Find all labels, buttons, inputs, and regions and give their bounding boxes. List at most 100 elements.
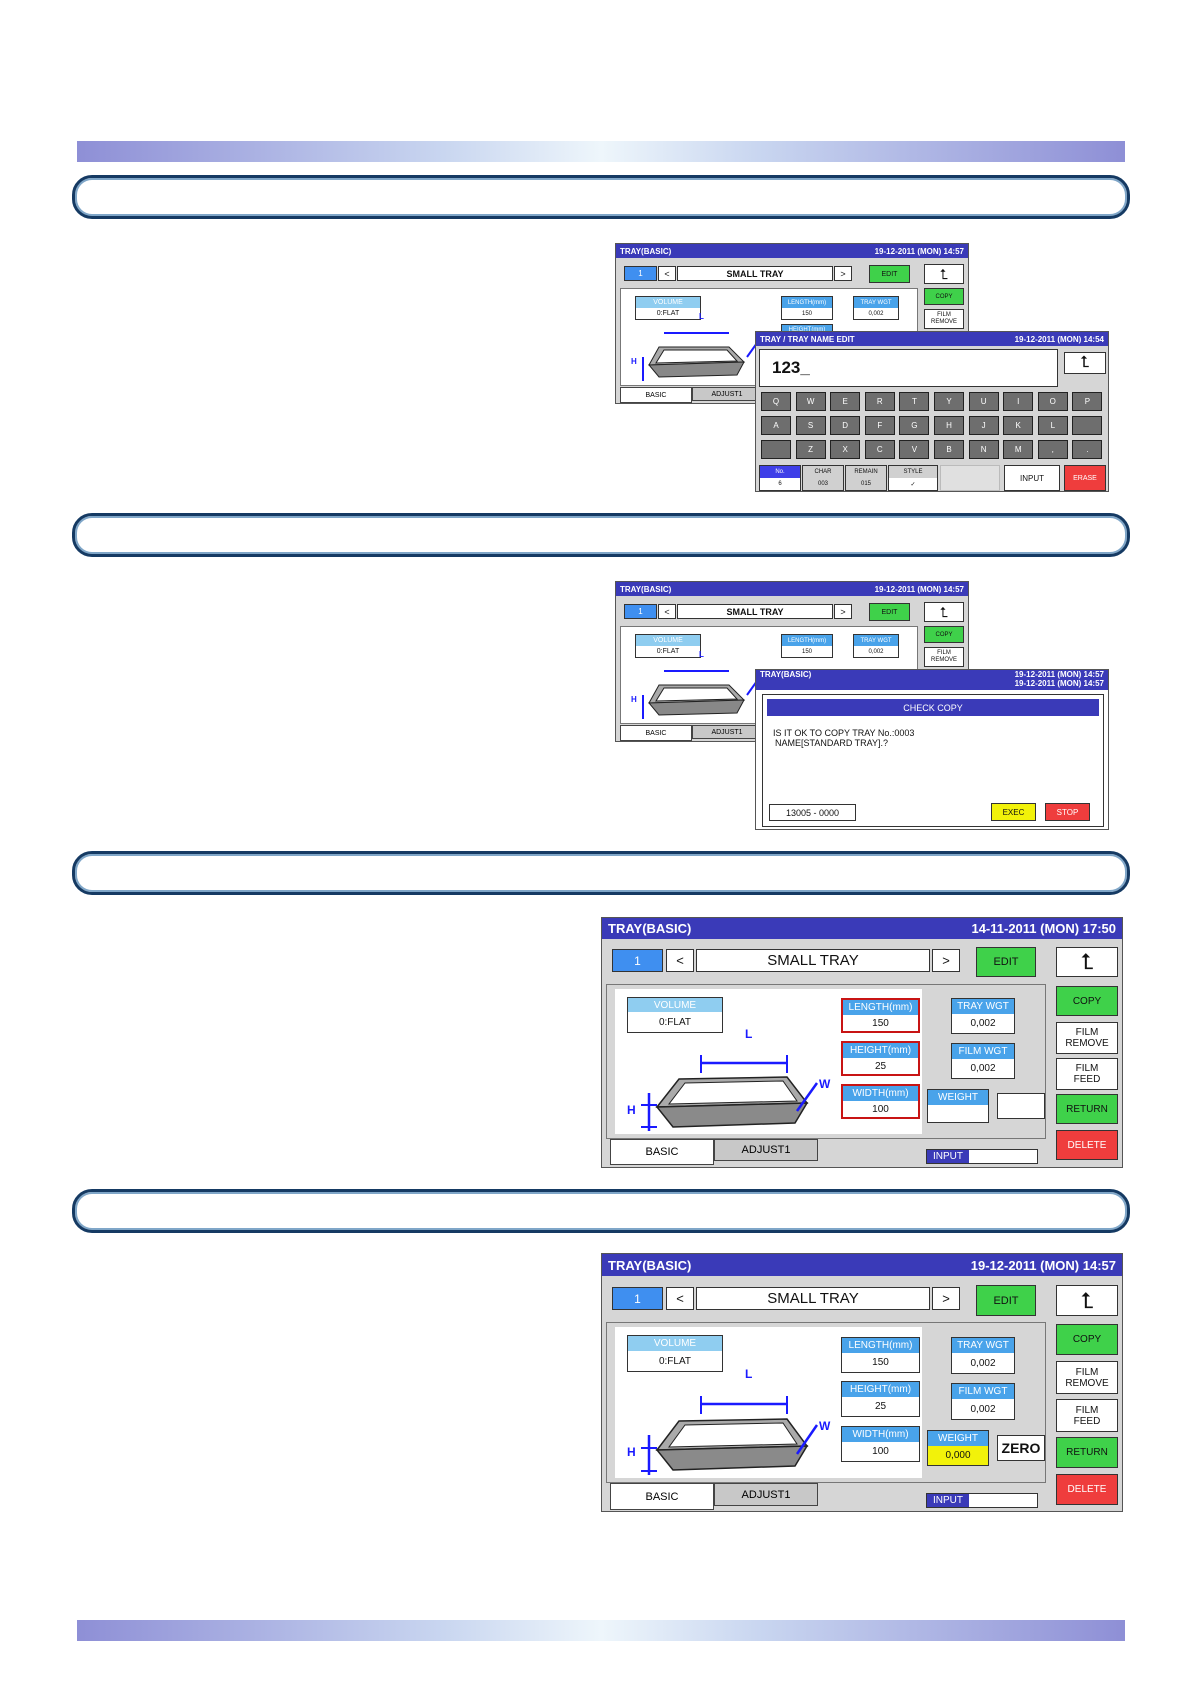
length-field[interactable]: LENGTH(mm)150 bbox=[781, 296, 833, 320]
key-w[interactable]: W bbox=[795, 392, 826, 411]
exec-button[interactable]: EXEC bbox=[991, 803, 1036, 821]
key-blank[interactable] bbox=[761, 440, 791, 459]
back-button[interactable]: ⮤ bbox=[1056, 947, 1118, 977]
tab-basic[interactable]: BASIC bbox=[620, 725, 692, 741]
length-field[interactable]: LENGTH(mm)150 bbox=[841, 1337, 920, 1373]
copy-button[interactable]: COPY bbox=[924, 626, 964, 643]
next-button[interactable]: > bbox=[932, 949, 960, 972]
key-d[interactable]: D bbox=[830, 416, 861, 435]
input-button[interactable]: INPUT bbox=[1004, 465, 1060, 491]
key-i[interactable]: I bbox=[1003, 392, 1034, 411]
style-field[interactable]: STYLE✓ bbox=[888, 465, 938, 491]
film-remove-button[interactable]: FILM REMOVE bbox=[1056, 1022, 1118, 1054]
key-h[interactable]: H bbox=[934, 416, 964, 435]
key-e[interactable]: E bbox=[830, 392, 861, 411]
back-button[interactable]: ⮤ bbox=[1056, 1285, 1118, 1316]
width-field[interactable]: WIDTH(mm)100 bbox=[841, 1426, 920, 1462]
key-u[interactable]: U bbox=[968, 392, 999, 411]
key-p[interactable]: P bbox=[1072, 392, 1103, 411]
return-button[interactable]: RETURN bbox=[1056, 1437, 1118, 1468]
key-comma[interactable]: , bbox=[1037, 440, 1068, 459]
key-y[interactable]: Y bbox=[934, 392, 964, 411]
tab-basic[interactable]: BASIC bbox=[610, 1483, 714, 1510]
stop-button[interactable]: STOP bbox=[1045, 803, 1090, 821]
back-button[interactable]: ⮤ bbox=[1064, 352, 1106, 374]
tab-adjust1[interactable]: ADJUST1 bbox=[692, 387, 762, 401]
key-v[interactable]: V bbox=[899, 440, 930, 459]
width-field[interactable]: WIDTH(mm)100 bbox=[841, 1084, 920, 1119]
key-r[interactable]: R bbox=[864, 392, 895, 411]
back-button[interactable]: ⮤ bbox=[924, 264, 964, 284]
key-t[interactable]: T bbox=[899, 392, 930, 411]
tab-adjust1[interactable]: ADJUST1 bbox=[692, 725, 762, 739]
next-button[interactable]: > bbox=[834, 266, 852, 281]
tab-basic[interactable]: BASIC bbox=[620, 387, 692, 403]
film-remove-button[interactable]: FILM REMOVE bbox=[1056, 1361, 1118, 1394]
tray-name[interactable]: SMALL TRAY bbox=[677, 266, 833, 281]
delete-button[interactable]: DELETE bbox=[1056, 1474, 1118, 1505]
tray-name[interactable]: SMALL TRAY bbox=[696, 949, 930, 972]
edit-button[interactable]: EDIT bbox=[976, 1285, 1036, 1316]
delete-button[interactable]: DELETE bbox=[1056, 1130, 1118, 1160]
tray-number[interactable]: 1 bbox=[612, 949, 663, 972]
back-button[interactable]: ⮤ bbox=[924, 602, 964, 622]
key-f[interactable]: F bbox=[864, 416, 895, 435]
key-x[interactable]: X bbox=[830, 440, 861, 459]
edit-button[interactable]: EDIT bbox=[976, 947, 1036, 977]
edit-button[interactable]: EDIT bbox=[869, 603, 910, 621]
tray-number[interactable]: 1 bbox=[624, 266, 657, 281]
height-field[interactable]: HEIGHT(mm)25 bbox=[841, 1381, 920, 1417]
prev-button[interactable]: < bbox=[666, 949, 694, 972]
zero-button[interactable]: ZERO bbox=[997, 1435, 1045, 1461]
key-b[interactable]: B bbox=[934, 440, 964, 459]
name-input-field[interactable]: 123_ bbox=[759, 349, 1058, 387]
film-feed-button[interactable]: FILM FEED bbox=[1056, 1399, 1118, 1432]
film-feed-button[interactable]: FILM FEED bbox=[1056, 1058, 1118, 1090]
copy-button[interactable]: COPY bbox=[924, 288, 964, 305]
length-field[interactable]: LENGTH(mm)150 bbox=[841, 998, 920, 1033]
key-period[interactable]: . bbox=[1072, 440, 1103, 459]
return-button[interactable]: RETURN bbox=[1056, 1094, 1118, 1124]
next-button[interactable]: > bbox=[834, 604, 852, 619]
erase-button[interactable]: ERASE bbox=[1064, 465, 1106, 491]
tab-adjust1[interactable]: ADJUST1 bbox=[714, 1139, 818, 1161]
key-m[interactable]: M bbox=[1003, 440, 1034, 459]
key-n[interactable]: N bbox=[968, 440, 999, 459]
next-button[interactable]: > bbox=[932, 1287, 960, 1310]
edit-button[interactable]: EDIT bbox=[869, 265, 910, 283]
copy-button[interactable]: COPY bbox=[1056, 986, 1118, 1016]
tray-number[interactable]: 1 bbox=[612, 1287, 663, 1310]
key-l[interactable]: L bbox=[1037, 416, 1068, 435]
tray-name[interactable]: SMALL TRAY bbox=[677, 604, 833, 619]
prev-button[interactable]: < bbox=[658, 604, 676, 619]
tab-adjust1[interactable]: ADJUST1 bbox=[714, 1483, 818, 1506]
copy-button[interactable]: COPY bbox=[1056, 1324, 1118, 1355]
key-a[interactable]: A bbox=[761, 416, 791, 435]
length-field[interactable]: LENGTH(mm)150 bbox=[781, 634, 833, 658]
zero-button[interactable] bbox=[997, 1093, 1045, 1119]
film-remove-button[interactable]: FILM REMOVE bbox=[924, 647, 964, 667]
key-s[interactable]: S bbox=[795, 416, 826, 435]
key-j[interactable]: J bbox=[968, 416, 999, 435]
key-c[interactable]: C bbox=[864, 440, 895, 459]
key-o[interactable]: O bbox=[1037, 392, 1068, 411]
key-g[interactable]: G bbox=[899, 416, 930, 435]
tab-basic[interactable]: BASIC bbox=[610, 1139, 714, 1165]
prev-button[interactable]: < bbox=[666, 1287, 694, 1310]
key-k[interactable]: K bbox=[1003, 416, 1034, 435]
tray-name[interactable]: SMALL TRAY bbox=[696, 1287, 930, 1310]
no-field[interactable]: No.6 bbox=[759, 465, 801, 491]
height-field[interactable]: HEIGHT(mm)25 bbox=[841, 1041, 920, 1076]
film-remove-button[interactable]: FILM REMOVE bbox=[924, 309, 964, 329]
key-q[interactable]: Q bbox=[761, 392, 791, 411]
